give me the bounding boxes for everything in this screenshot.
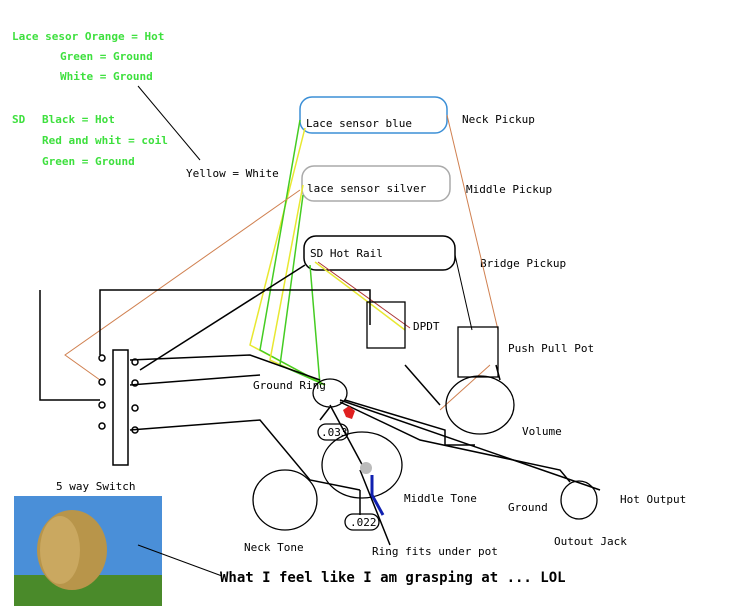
legend-sd-prefix: SD xyxy=(12,113,26,126)
bridge-pickup xyxy=(303,235,456,271)
circuit-wires xyxy=(319,364,601,546)
five-way-switch[interactable] xyxy=(112,349,129,466)
middle-tone-label: Middle Tone xyxy=(404,492,477,505)
pickup-wires xyxy=(64,114,499,411)
legend-sd-2: Red and whit = coil xyxy=(42,134,168,147)
neck-tone-label: Neck Tone xyxy=(244,541,304,554)
legend-lace-1: Lace sesor Orange = Hot xyxy=(12,30,164,43)
caption-pointer xyxy=(137,544,223,577)
switch-wires xyxy=(39,289,371,491)
middle-pickup-label: Middle Pickup xyxy=(466,183,552,196)
neck-pickup-box-label: Lace sensor blue xyxy=(306,117,412,130)
push-pull-label: Push Pull Pot xyxy=(508,342,594,355)
hot-output-label: Hot Output xyxy=(620,493,686,506)
yellow-note: Yellow = White xyxy=(186,167,279,180)
volume-label: Volume xyxy=(522,425,562,438)
ground-label: Ground xyxy=(508,501,548,514)
cap2-label: .022 xyxy=(350,516,377,529)
push-pull-pot[interactable] xyxy=(457,326,499,378)
legend-sd-3: Green = Ground xyxy=(42,155,135,168)
solder-red xyxy=(343,406,355,419)
hay-bale-image xyxy=(14,496,162,606)
ground-ring-label: Ground Ring xyxy=(253,379,326,392)
capacitor-022 xyxy=(344,513,380,531)
volume-pot[interactable] xyxy=(445,375,515,435)
legend-lace-2: Green = Ground xyxy=(60,50,153,63)
jack-label: Outout Jack xyxy=(554,535,627,548)
solder-gray xyxy=(360,462,372,474)
capacitor-033 xyxy=(317,423,349,441)
dpdt-label: DPDT xyxy=(413,320,440,333)
pointer-line xyxy=(137,85,201,161)
cap1-label: .033 xyxy=(321,426,348,439)
bridge-pickup-label: Bridge Pickup xyxy=(480,257,566,270)
legend-lace-3: White = Ground xyxy=(60,70,153,83)
dpdt-switch[interactable] xyxy=(366,301,406,349)
bridge-pickup-box-label: SD Hot Rail xyxy=(310,247,383,260)
legend-sd-1: Black = Hot xyxy=(42,113,115,126)
neck-tone-pot[interactable] xyxy=(252,469,318,531)
middle-tone-pot[interactable] xyxy=(321,431,403,499)
ring-note: Ring fits under pot xyxy=(372,545,498,558)
output-jack[interactable] xyxy=(560,480,598,520)
caption: What I feel like I am grasping at ... LO… xyxy=(220,570,566,586)
middle-pickup xyxy=(301,165,451,202)
middle-pickup-box-label: lace sensor silver xyxy=(307,182,427,195)
blue-wire xyxy=(370,475,385,516)
neck-pickup-label: Neck Pickup xyxy=(462,113,535,126)
switch-label: 5 way Switch xyxy=(56,480,135,493)
